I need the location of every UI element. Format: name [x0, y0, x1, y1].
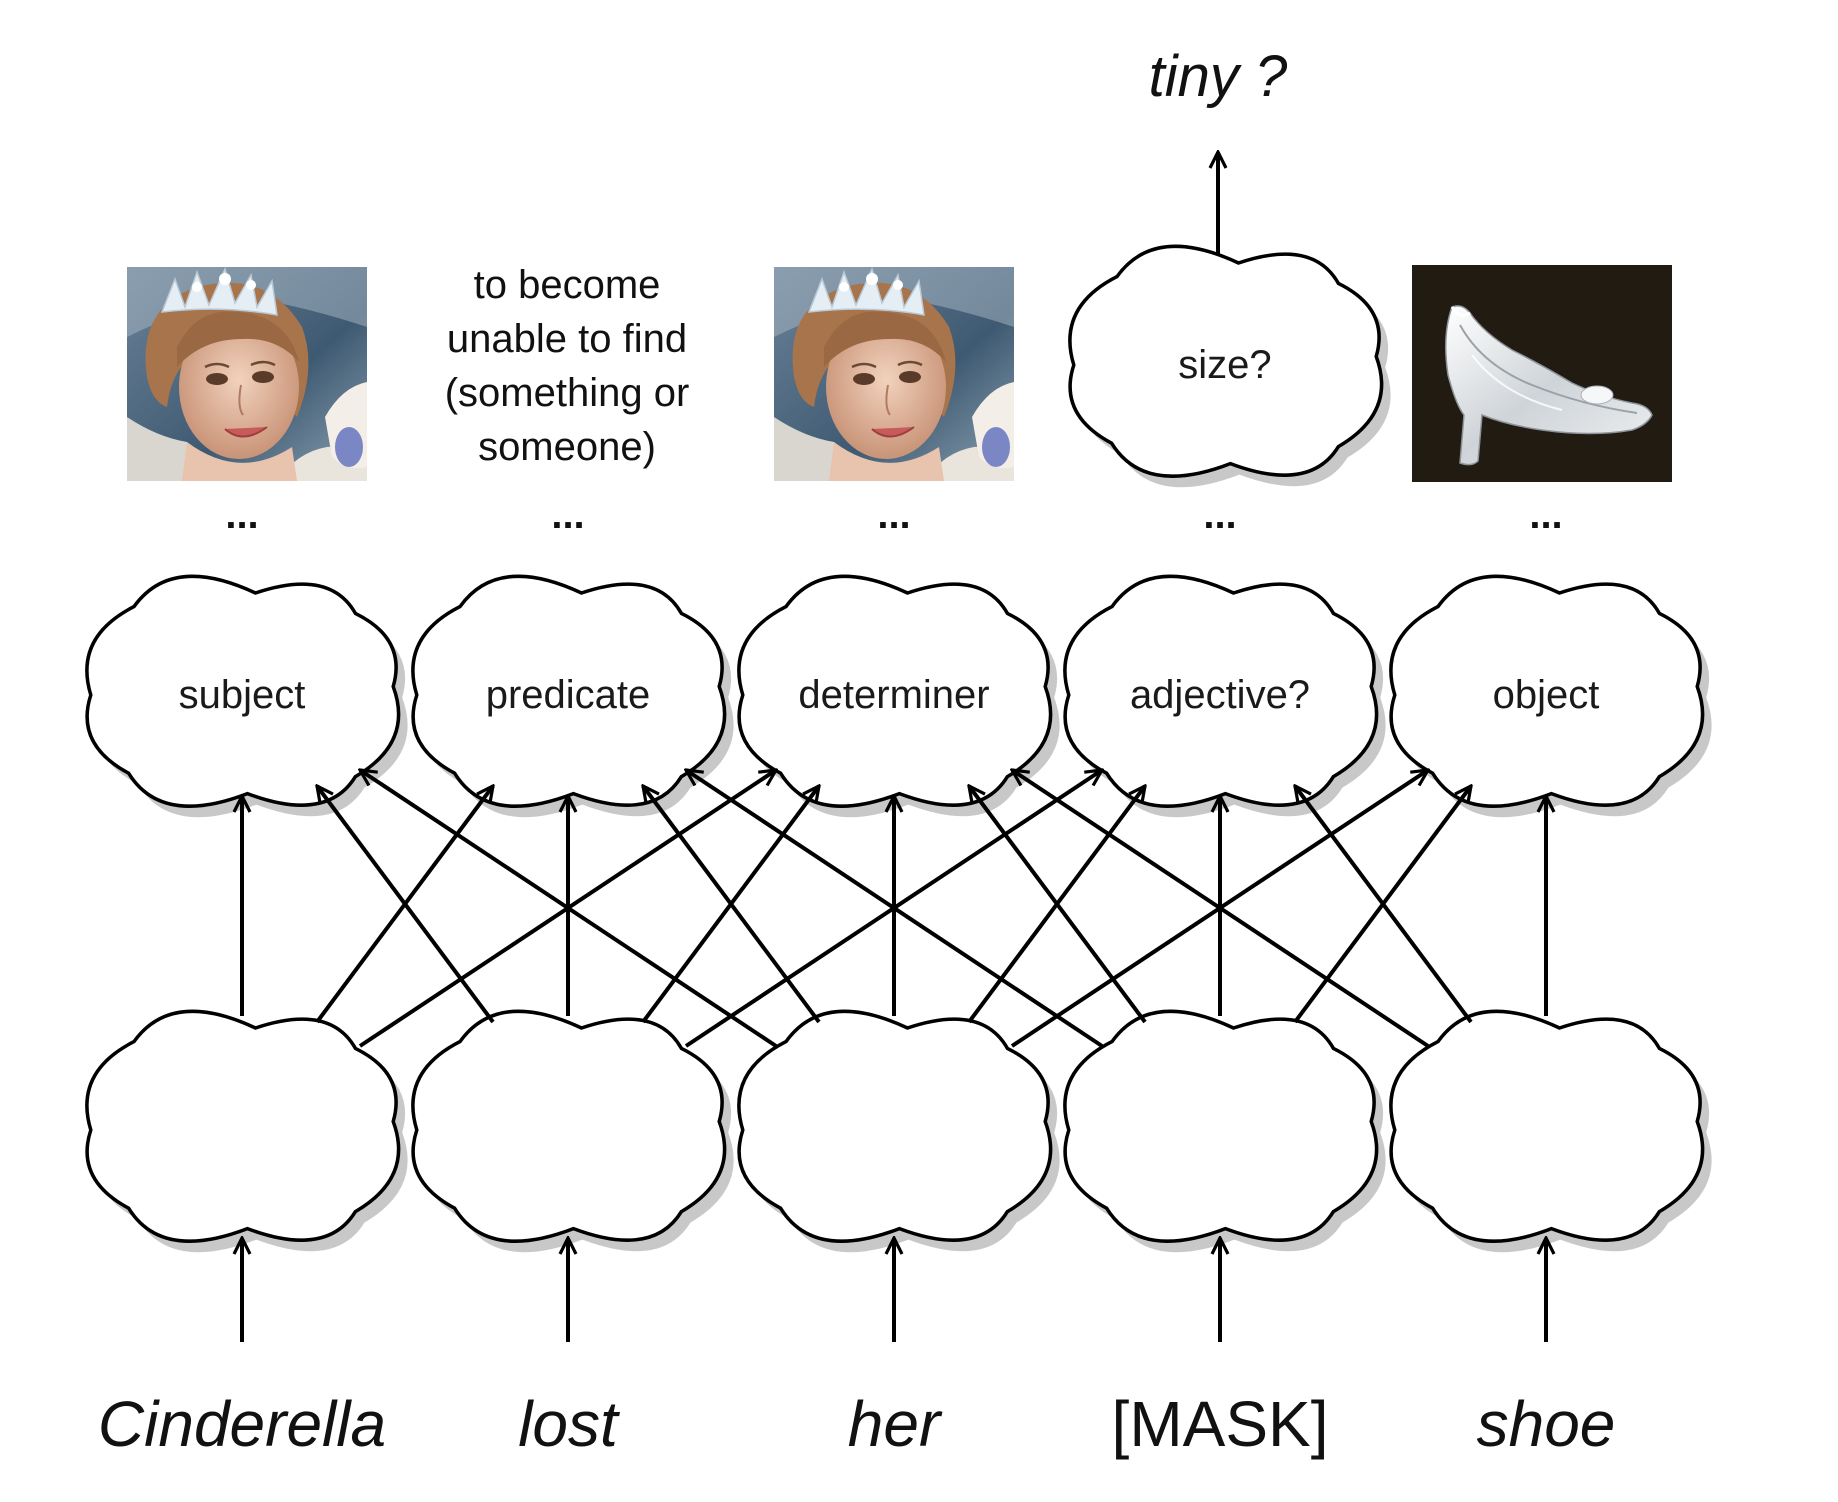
ellipsis-4: ...	[1203, 493, 1236, 537]
word-cinderella: Cinderella	[98, 1388, 386, 1460]
role-label-object: object	[1493, 673, 1600, 717]
embedding-cloud-3	[737, 1009, 1053, 1243]
definition-line-1: to become	[474, 263, 661, 307]
role-label-adjective: adjective?	[1130, 673, 1310, 717]
word-lost: lost	[518, 1388, 620, 1460]
ellipsis-row: ... ... ... ... ...	[225, 493, 1562, 537]
girl-tiara-photo-icon	[772, 265, 1016, 483]
role-label-predicate: predicate	[486, 673, 651, 717]
size-cloud	[1068, 244, 1384, 478]
role-cloud-object	[1389, 574, 1705, 808]
definition-line-4: someone)	[478, 425, 656, 469]
word-shoe: shoe	[1477, 1388, 1616, 1460]
embedding-cloud-2	[411, 1009, 727, 1243]
top-row: to become unable to find (something or s…	[125, 263, 1674, 484]
embedding-cloud-4	[1063, 1009, 1379, 1243]
ellipsis-2: ...	[551, 493, 584, 537]
role-labels: subject predicate determiner adjective? …	[179, 673, 1600, 717]
input-words: Cinderella lost her [MASK] shoe	[98, 1388, 1615, 1460]
cloud-layer	[85, 244, 1705, 1243]
connection-arrow-3-to-1	[360, 770, 778, 1048]
connection-arrow-3-to-2	[643, 786, 821, 1024]
embedding-cloud-5	[1389, 1009, 1705, 1243]
word-mask-token: [MASK]	[1112, 1388, 1329, 1460]
glass-slipper-photo-icon	[1410, 263, 1674, 484]
size-cloud-label: size?	[1178, 343, 1271, 387]
role-cloud-adjective	[1063, 574, 1379, 808]
word-her: her	[848, 1388, 943, 1460]
connection-arrow-5-to-4	[1295, 786, 1473, 1024]
role-label-subject: subject	[179, 673, 306, 717]
ellipsis-1: ...	[225, 493, 258, 537]
role-cloud-determiner	[737, 574, 1053, 808]
role-cloud-subject	[85, 574, 401, 808]
ellipsis-3: ...	[877, 493, 910, 537]
definition-text-block: to become unable to find (something or s…	[445, 263, 690, 469]
connection-arrow-4-to-2	[686, 770, 1104, 1048]
arrow-layer	[242, 152, 1546, 1342]
role-label-determiner: determiner	[798, 673, 989, 717]
definition-line-2: unable to find	[447, 317, 687, 361]
connection-arrow-4-to-3	[969, 786, 1147, 1024]
connection-arrow-2-to-1	[317, 786, 495, 1024]
definition-line-3: (something or	[445, 371, 690, 415]
prediction-output: tiny ?	[1149, 44, 1288, 109]
embedding-cloud-1	[85, 1009, 401, 1243]
ellipsis-5: ...	[1529, 493, 1562, 537]
connection-arrow-5-to-3	[1012, 770, 1430, 1048]
role-cloud-predicate	[411, 574, 727, 808]
girl-tiara-photo-icon	[125, 265, 369, 483]
